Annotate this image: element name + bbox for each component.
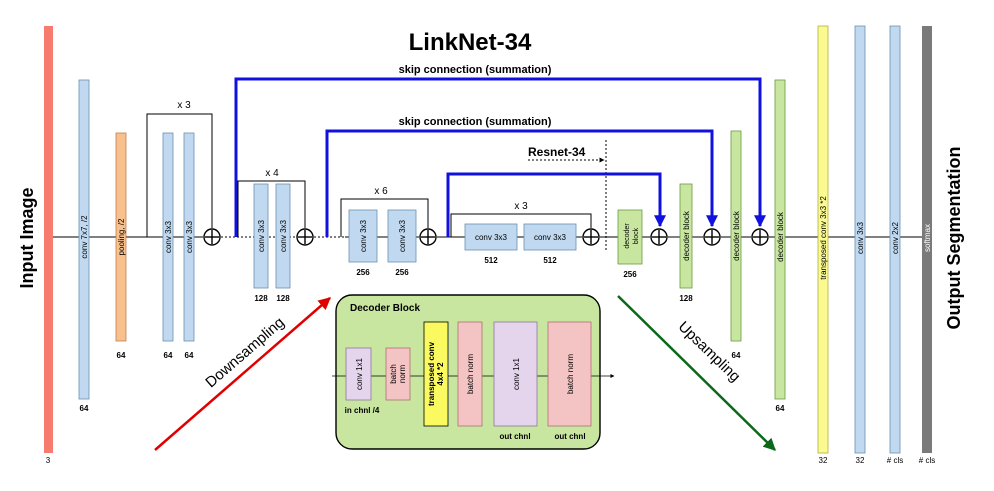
stage3-conv-a-channels: 256 <box>356 268 370 277</box>
stage4-conv-a-label: conv 3x3 <box>475 233 508 242</box>
conv7x7-label: conv 7x7, /2 <box>80 215 89 259</box>
sum-node <box>703 228 721 246</box>
stage2-conv-a-channels: 128 <box>254 294 268 303</box>
decoder-block-detail: Decoder Block conv 1x1 batchnorm transpo… <box>332 294 615 450</box>
softmax-label: softmax <box>923 224 932 252</box>
final-conv3x3-label: conv 3x3 <box>856 221 865 254</box>
detail-batchnorm-b <box>457 321 483 427</box>
sum-node <box>296 228 314 246</box>
stage1-conv-a-label: conv 3x3 <box>164 220 173 253</box>
repeat-label-x3-a: x 3 <box>177 100 191 111</box>
detail-out-channel-label-a: out chnl <box>499 432 530 441</box>
input-image-bar <box>44 26 53 453</box>
decoder-block-1 <box>774 79 786 400</box>
detail-out-channel-label-b: out chnl <box>554 432 585 441</box>
stage1-conv-b-channels: 64 <box>185 351 194 360</box>
final-conv3x3 <box>854 25 866 454</box>
final-transposed-conv <box>817 25 829 454</box>
conv7x7-layer <box>78 79 90 400</box>
stage1-conv-a <box>162 132 174 342</box>
downsampling-arrow <box>154 297 331 451</box>
decoder-block-2-label: decoder block <box>732 210 741 261</box>
output-segmentation-label: Output Segmentation <box>944 147 964 330</box>
resnet-label: Resnet-34 <box>528 145 586 159</box>
softmax-channels: # cls <box>919 456 935 465</box>
stage3-conv-b-channels: 256 <box>395 268 409 277</box>
decoder-block-2 <box>730 130 742 342</box>
stage2-conv-b <box>275 183 291 289</box>
final-conv3x3-channels: 32 <box>856 456 865 465</box>
repeat-label-x3-b: x 3 <box>514 201 528 212</box>
stage1-conv-b <box>183 132 195 342</box>
stage4-conv-a <box>464 223 518 251</box>
stage3-conv-b-label: conv 3x3 <box>398 219 407 252</box>
sum-node <box>650 228 668 246</box>
stage2-conv-b-label: conv 3x3 <box>279 219 288 252</box>
sum-node <box>203 228 221 246</box>
stage3-conv-a <box>348 209 378 263</box>
final-conv2x2 <box>889 25 901 454</box>
detail-batchnorm-b-label: batch norm <box>466 354 475 394</box>
pooling-channels: 64 <box>117 351 126 360</box>
stage4-conv-b-channels: 512 <box>543 256 557 265</box>
final-transposed-conv-channels: 32 <box>819 456 828 465</box>
decoder-block-3 <box>679 183 693 289</box>
detail-batchnorm-c-label: batch norm <box>566 354 575 394</box>
input-image-label: Input Image <box>17 187 37 288</box>
conv7x7-channels: 64 <box>80 404 89 413</box>
sum-node <box>582 228 600 246</box>
decoder-block-3-label: decoder block <box>682 210 691 261</box>
detail-conv1x1-b-label: conv 1x1 <box>512 357 521 390</box>
summation-nodes <box>203 228 769 246</box>
detail-batchnorm-a <box>385 347 411 401</box>
decoder-block-4 <box>617 209 643 265</box>
decoder-block-1-channels: 64 <box>776 404 785 413</box>
decoder-block-2-channels: 64 <box>732 351 741 360</box>
repeat-label-x4: x 4 <box>265 168 279 179</box>
detail-conv1x1-b <box>493 321 538 427</box>
detail-transposed-conv-label: transposed conv4x4 *2 <box>427 341 445 406</box>
stage4-conv-a-channels: 512 <box>484 256 498 265</box>
stage2-conv-a <box>253 183 269 289</box>
stage2-conv-b-channels: 128 <box>276 294 290 303</box>
stage1-conv-a-channels: 64 <box>164 351 173 360</box>
detail-batchnorm-c <box>547 321 592 427</box>
final-conv2x2-label: conv 2x2 <box>891 221 900 254</box>
stage4-conv-b <box>523 223 577 251</box>
repeat-brackets <box>146 113 592 237</box>
stage1-conv-b-label: conv 3x3 <box>185 220 194 253</box>
repeat-label-x6: x 6 <box>374 186 388 197</box>
detail-transposed-conv <box>423 321 449 427</box>
skip-label-top: skip connection (summation) <box>399 64 552 76</box>
final-transposed-conv-label: transposed conv 3x3 *2 <box>819 196 828 280</box>
skip-label-middle: skip connection (summation) <box>399 116 552 128</box>
sum-node <box>751 228 769 246</box>
skip-connections <box>234 77 766 237</box>
decoder-block-title: Decoder Block <box>350 303 420 314</box>
input-channel-count: 3 <box>46 456 51 465</box>
pooling-label: pooling, /2 <box>117 218 126 255</box>
diagram-title: LinkNet-34 <box>409 29 532 56</box>
detail-batchnorm-a-label: batchnorm <box>389 364 407 384</box>
detail-conv1x1-a <box>345 347 372 401</box>
pooling-layer <box>115 132 127 342</box>
downsampling-label: Downsampling <box>202 314 287 391</box>
sum-node <box>419 228 437 246</box>
softmax-layer <box>922 26 932 453</box>
final-conv2x2-channels: # cls <box>887 456 903 465</box>
stage4-conv-b-label: conv 3x3 <box>534 233 567 242</box>
stage3-conv-b <box>387 209 417 263</box>
detail-in-channel-label: in chnl /4 <box>345 406 380 415</box>
upsampling-arrow <box>617 295 776 451</box>
stage2-conv-a-label: conv 3x3 <box>257 219 266 252</box>
decoder-block-1-label: decoder block <box>776 211 785 262</box>
stage3-conv-a-label: conv 3x3 <box>359 219 368 252</box>
decoder-block-3-channels: 128 <box>679 294 693 303</box>
decoder-block-4-channels: 256 <box>623 270 637 279</box>
detail-conv1x1-a-label: conv 1x1 <box>355 357 364 390</box>
